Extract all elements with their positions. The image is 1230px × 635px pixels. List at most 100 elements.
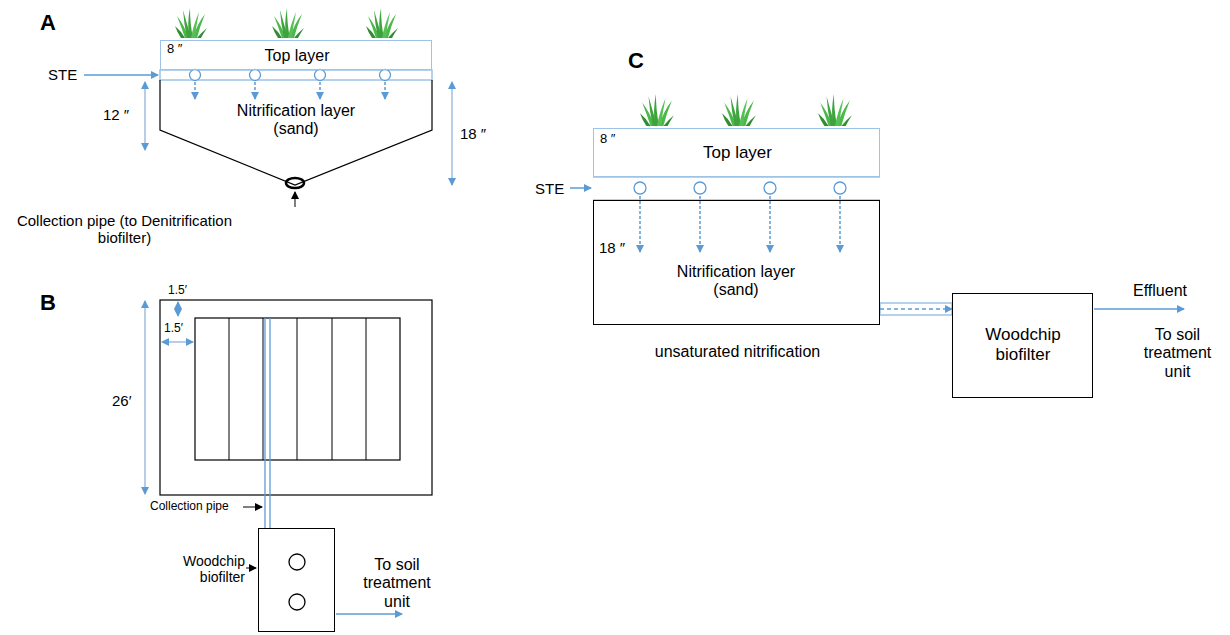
leader-arrow <box>246 568 256 569</box>
grass-icon <box>640 94 852 126</box>
collection-pipe <box>265 318 270 528</box>
node-text: Nitrification layer (sand) <box>226 102 366 139</box>
biofilter-port <box>289 554 305 570</box>
node-text: Nitrification layer (sand) <box>666 263 806 300</box>
flow-arrow <box>839 196 841 252</box>
node-text: Top layer <box>161 47 433 65</box>
outflow-arrow <box>336 614 402 615</box>
dimension-arrow <box>451 82 452 185</box>
dimension-arrow <box>162 341 193 342</box>
dimension-arrow <box>145 301 193 494</box>
distribution-pipe <box>634 182 646 194</box>
panel-letter: C <box>628 48 644 73</box>
bed-outline <box>297 318 298 460</box>
dimension-label: 18 ″ <box>460 125 486 142</box>
dimension-arrow <box>145 82 452 185</box>
leader-arrow <box>243 507 262 508</box>
top-layer: 8 ″Top layer <box>160 40 432 70</box>
nitrification-layer: 18 ″Nitrification layer (sand)unsaturate… <box>593 200 880 325</box>
node-text: 18 ″ <box>599 239 625 256</box>
leader-arrow <box>243 507 262 568</box>
node-text: 8 ″ <box>600 132 615 147</box>
grass-icon <box>366 8 398 38</box>
outflow-arrow <box>1094 309 1184 310</box>
pipe-label: Collection pipe <box>150 500 229 514</box>
grass-icon <box>175 8 207 38</box>
distribution-pipe <box>764 182 776 194</box>
top-layer: 8 ″Top layer <box>593 128 880 177</box>
bed-outline <box>160 300 432 495</box>
biofilter-port <box>289 594 305 610</box>
outflow-arrow <box>1094 308 1184 310</box>
distribution-pipe <box>694 182 706 194</box>
grass-icon <box>272 8 304 38</box>
distribution-pipe <box>315 70 326 81</box>
node-text: Woodchip biofilter <box>175 553 245 585</box>
node-text: Woodchip biofilter <box>973 325 1073 364</box>
inflow-arrow <box>84 75 158 76</box>
flow-label: STE <box>535 180 564 197</box>
dimension-arrow <box>144 301 145 494</box>
collection-pipe <box>269 318 270 528</box>
dimension-label: 26′ <box>112 392 132 409</box>
node-text: 8 ″ <box>167 42 182 57</box>
flow-arrow <box>254 82 256 99</box>
collection-pipe <box>295 192 296 207</box>
inflow-arrow <box>570 187 591 189</box>
distribution-pipe <box>160 70 432 80</box>
pipe-label: Collection pipe (to Denitrification biof… <box>2 212 247 247</box>
inflow-arrow <box>570 188 591 189</box>
nitrification-layer: Nitrification layer (sand) <box>160 80 432 186</box>
flow-label: STE <box>48 66 77 83</box>
flow-arrow <box>384 82 386 99</box>
woodchip-biofilter: Woodchip biofilter <box>952 293 1093 398</box>
transfer-pipe <box>880 303 952 315</box>
bed-outline <box>195 318 400 460</box>
distribution-pipe <box>593 177 880 200</box>
flow-arrow <box>769 196 771 252</box>
distribution-pipe <box>834 182 846 194</box>
bed-outline <box>332 318 333 460</box>
bed-outline <box>229 318 230 460</box>
grass-icon <box>818 94 852 126</box>
panel-letter: A <box>40 10 56 35</box>
outflow-label: To soil treatment unit <box>352 556 442 611</box>
node-text: Top layer <box>594 143 881 163</box>
node-text: unsaturated nitrification <box>594 343 881 361</box>
dimension-label: 1.5′ <box>164 322 183 336</box>
flow-connector <box>880 308 952 310</box>
bed-outline <box>160 300 432 495</box>
collection-pipe <box>264 318 265 528</box>
outflow-arrow <box>336 613 402 615</box>
flow-arrow <box>640 196 840 252</box>
grass-icon <box>640 94 674 126</box>
grass-icon <box>175 8 398 38</box>
node-outline <box>160 80 432 185</box>
flow-arrow <box>194 82 196 99</box>
dimension-arrow <box>177 302 178 316</box>
outflow-label: Effluent <box>1133 282 1187 300</box>
outflow-label: To soil treatment unit <box>1130 326 1225 381</box>
flow-arrow <box>319 82 321 99</box>
biofilter-port <box>289 554 305 610</box>
bed-outline <box>366 318 367 460</box>
panel-letter: B <box>40 290 56 315</box>
flow-arrow <box>639 196 641 252</box>
flow-arrow <box>699 196 701 252</box>
distribution-pipe <box>380 70 391 81</box>
distribution-pipe <box>250 70 261 81</box>
dimension-label: 12 ″ <box>103 106 129 123</box>
bed-outline <box>263 318 264 460</box>
flow-arrow <box>195 82 385 99</box>
dimension-label: 1.5′ <box>168 284 187 298</box>
grass-icon <box>722 94 756 126</box>
distribution-pipe <box>190 70 201 81</box>
inflow-arrow <box>84 74 158 76</box>
distribution-pipe <box>160 70 432 81</box>
transfer-pipe <box>880 303 952 315</box>
woodchip-biofilter: Woodchip biofilter <box>258 528 335 632</box>
dimension-arrow <box>144 82 145 150</box>
